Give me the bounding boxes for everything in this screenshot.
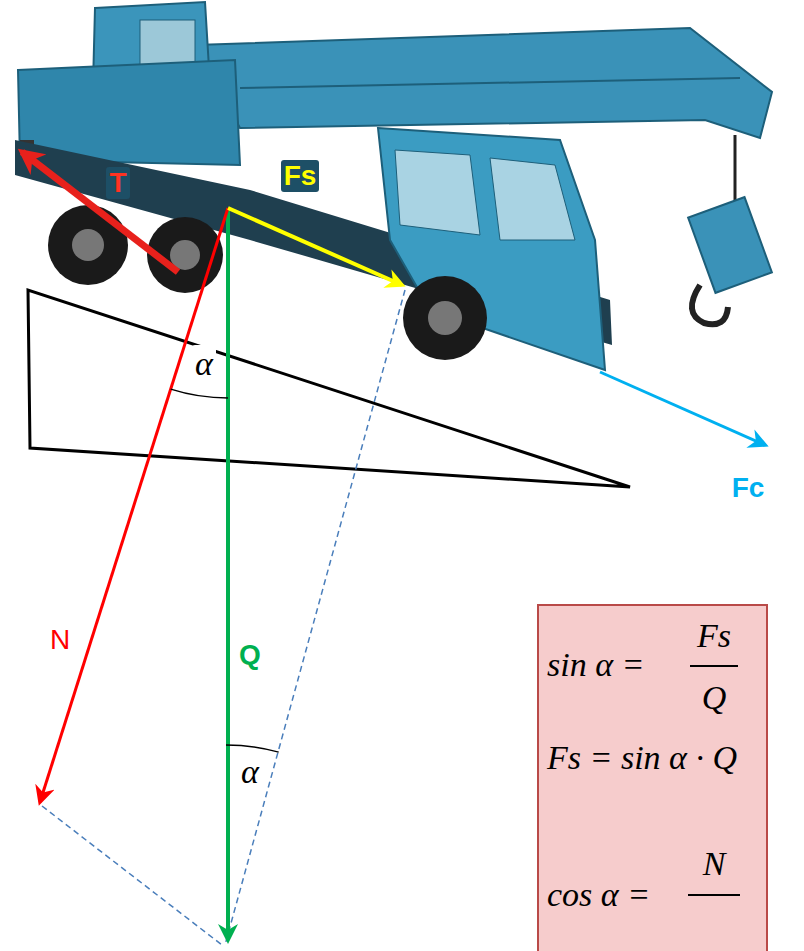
angle-label: α — [192, 345, 216, 383]
angle-label: α — [238, 753, 262, 791]
fraction-bar — [690, 665, 738, 667]
crane — [15, 2, 772, 370]
fraction-bar — [688, 894, 741, 896]
formula-text: cos α = — [547, 878, 650, 912]
force-label: N — [47, 624, 73, 656]
force-label: Q — [236, 639, 264, 671]
formula-text: N — [703, 847, 726, 881]
formula-text: sin α = — [547, 648, 644, 682]
force-label: T — [106, 167, 129, 199]
formula-text: Fs = sin α · Q — [547, 741, 737, 775]
force-label: Fs — [281, 160, 320, 192]
formula-text: Fs — [697, 619, 731, 653]
force-label: Fc — [729, 472, 768, 504]
formula-box: sin α = FsQ Fs = sin α · Q cos α = N — [537, 604, 768, 951]
formula-text: Q — [702, 681, 727, 715]
